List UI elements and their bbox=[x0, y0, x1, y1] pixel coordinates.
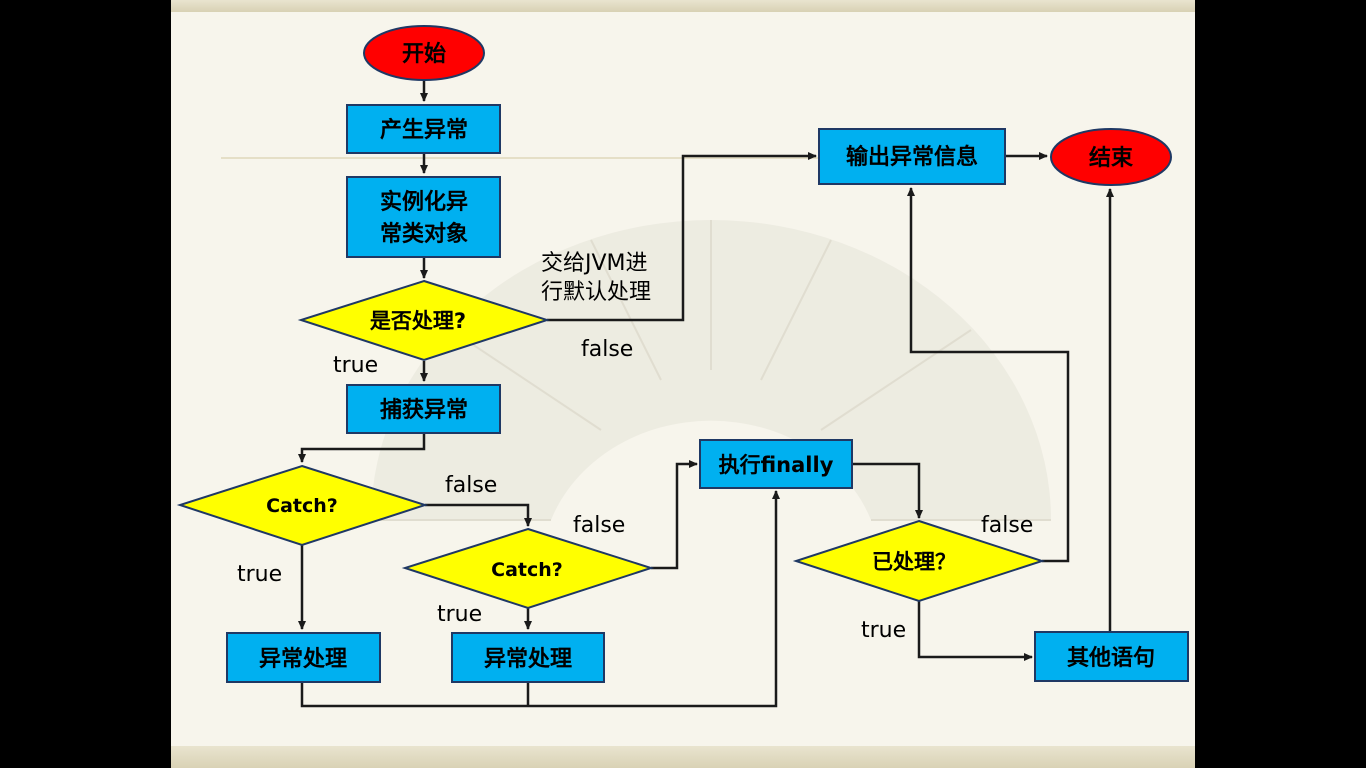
catch-decision-label-1: Catch? bbox=[266, 495, 338, 517]
generate-exception-box bbox=[346, 104, 501, 154]
arrow-finally-to-handled bbox=[852, 462, 923, 519]
jvm-default-label-line2: 行默认处理 bbox=[541, 280, 651, 305]
arrow-handled-false-to-output bbox=[907, 187, 1070, 563]
end-terminal bbox=[1050, 128, 1172, 186]
arrow-catch2-false-to-finally bbox=[651, 460, 698, 570]
arrow-handle-false-to-output bbox=[547, 152, 817, 322]
capture-exception-box bbox=[346, 384, 501, 434]
catch1-false-label: false bbox=[445, 473, 497, 498]
exception-handling-box-1 bbox=[226, 632, 381, 683]
slide-bottom-band bbox=[171, 746, 1195, 768]
connectors bbox=[298, 80, 1114, 708]
jvm-default-label-line1: 交给JVM进 bbox=[541, 251, 648, 276]
arrow-handled-true-to-other bbox=[917, 601, 1033, 661]
fan-painting-background bbox=[221, 157, 1051, 521]
output-exception-info-label: 输出异常信息 bbox=[846, 144, 978, 170]
catch-decision-label-2: Catch? bbox=[491, 559, 563, 581]
handled-decision-label: 已处理？ bbox=[872, 550, 956, 574]
exception-handling-label-2: 异常处理 bbox=[484, 646, 572, 672]
catch2-true-label: true bbox=[437, 602, 482, 627]
handled-decision-diamond bbox=[792, 519, 1046, 603]
handled-true-label: true bbox=[861, 618, 906, 643]
start-terminal bbox=[363, 25, 485, 81]
exception-handling-box-2 bbox=[451, 632, 605, 683]
arrow-catch1-false-to-catch2 bbox=[425, 503, 532, 527]
catch2-false-label: false bbox=[573, 513, 625, 538]
arrow-handling-to-finally bbox=[300, 490, 780, 708]
exception-handling-label-1: 异常处理 bbox=[259, 646, 347, 672]
capture-exception-label: 捕获异常 bbox=[380, 397, 468, 423]
execute-finally-box bbox=[699, 439, 853, 489]
handle-false-label: false bbox=[581, 337, 633, 362]
handle-decision-label: 是否处理? bbox=[370, 309, 466, 333]
instantiate-exception-box bbox=[346, 176, 501, 258]
catch-decision-diamond-1 bbox=[176, 464, 429, 547]
handle-true-label: true bbox=[333, 353, 378, 378]
execute-finally-label: 执行finally bbox=[719, 453, 834, 477]
end-label: 结束 bbox=[1089, 145, 1134, 171]
catch1-true-label: true bbox=[237, 562, 282, 587]
start-label: 开始 bbox=[402, 41, 446, 67]
other-statements-label: 其他语句 bbox=[1067, 645, 1155, 671]
arrow-capture-to-catch1 bbox=[298, 433, 426, 463]
handle-decision-diamond bbox=[297, 279, 551, 362]
slide-top-band bbox=[171, 0, 1195, 12]
other-statements-box bbox=[1034, 631, 1189, 682]
generate-exception-label: 产生异常 bbox=[380, 117, 468, 143]
catch-decision-diamond-2 bbox=[401, 527, 655, 610]
output-exception-info-box bbox=[818, 128, 1006, 185]
instantiate-exception-label-line1: 实例化异 bbox=[380, 189, 468, 215]
handled-false-label: false bbox=[981, 513, 1033, 538]
instantiate-exception-label-line2: 常类对象 bbox=[380, 221, 468, 247]
